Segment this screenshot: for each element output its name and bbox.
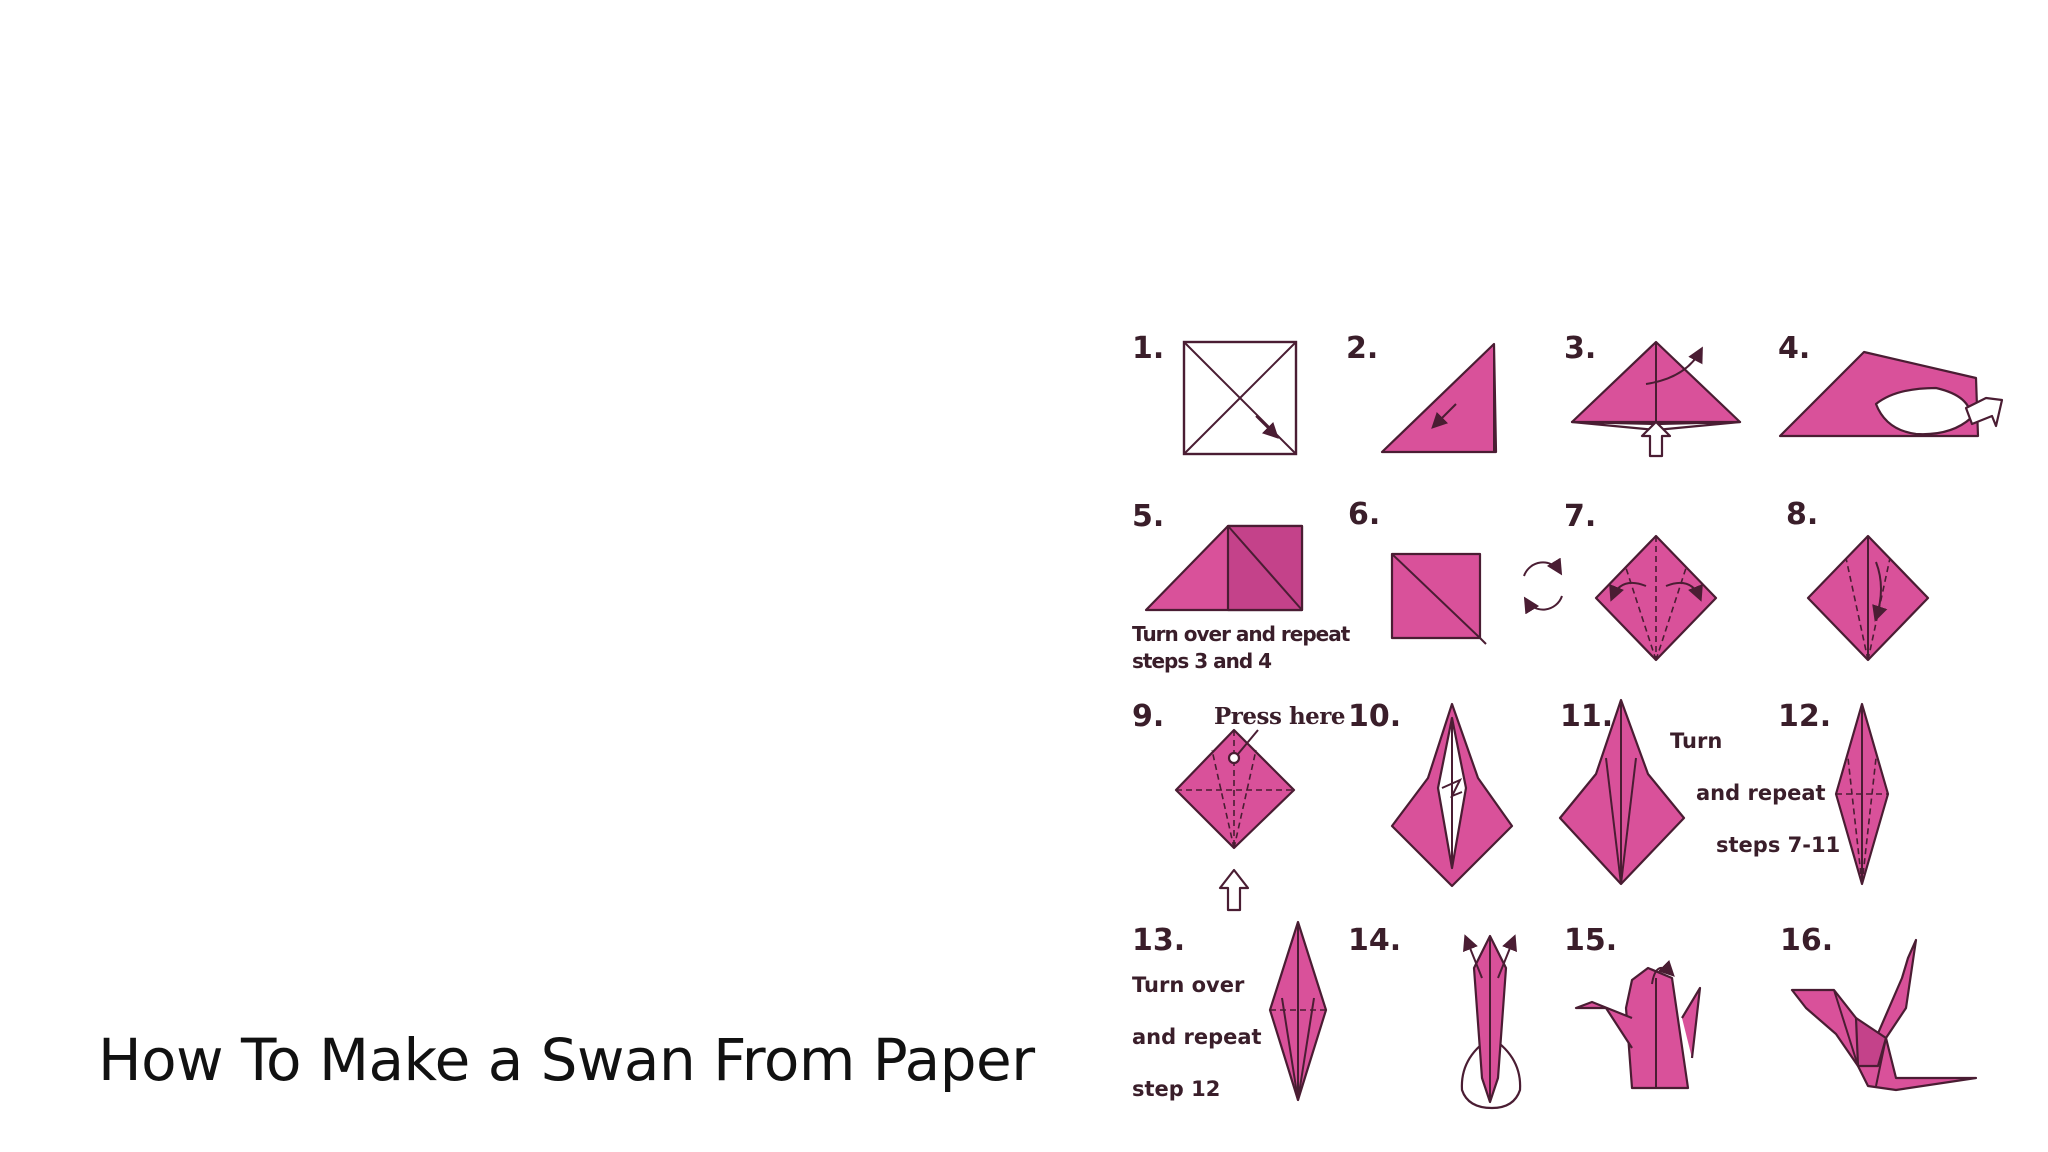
step-12: 12.: [1778, 699, 1890, 886]
step-number: 16.: [1780, 923, 1833, 958]
step-16: 16.: [1780, 923, 1978, 1092]
step-number: 2.: [1346, 331, 1378, 366]
step-number: 8.: [1786, 497, 1818, 532]
step-number: 3.: [1564, 331, 1596, 366]
step-2: 2.: [1346, 331, 1498, 454]
fold-arrow: [1255, 415, 1279, 439]
step-number: 5.: [1132, 499, 1164, 534]
step-14: 14.: [1348, 923, 1522, 1110]
step-15: 15.: [1564, 923, 1702, 1090]
diamond-base: [1174, 728, 1296, 850]
push-arrow-icon: [1964, 396, 2004, 428]
slide-title: How To Make a Swan From Paper: [98, 1026, 1035, 1094]
fold-arrow: [1431, 403, 1457, 429]
triangle-fold: [1380, 342, 1498, 454]
step-note: steps 3 and 4: [1132, 649, 1271, 673]
step-note: step 12: [1132, 1077, 1220, 1101]
step-4: 4.: [1778, 331, 2004, 438]
step-10: 10.: [1348, 699, 1514, 888]
step-number: 15.: [1564, 923, 1617, 958]
step-note: Turn: [1670, 729, 1722, 753]
step-number: 11.: [1560, 699, 1613, 734]
step-number: 9.: [1132, 699, 1164, 734]
press-here-label: Press here: [1214, 703, 1345, 730]
step-1: 1.: [1132, 331, 1298, 456]
step-6: 6.: [1348, 497, 1563, 645]
origami-instruction-diagram: 1. 2. 3. 4. 5. Turn over and repeat step…: [1116, 318, 2048, 1152]
step-number: 7.: [1564, 499, 1596, 534]
step-number: 13.: [1132, 923, 1185, 958]
step-11: 11. Turn and repeat steps 7-11: [1558, 698, 1840, 886]
step-number: 14.: [1348, 923, 1401, 958]
turn-over-icon: [1523, 557, 1563, 615]
step-number: 12.: [1778, 699, 1831, 734]
step-7: 7.: [1564, 499, 1718, 662]
step-3: 3.: [1564, 331, 1742, 458]
step-note: Turn over and repeat: [1132, 622, 1351, 646]
step-note: steps 7-11: [1716, 833, 1840, 857]
step-number: 6.: [1348, 497, 1380, 532]
step-13: 13. Turn over and repeat step 12: [1132, 920, 1328, 1102]
step-number: 10.: [1348, 699, 1401, 734]
step-number: 4.: [1778, 331, 1810, 366]
step-note: and repeat: [1132, 1025, 1262, 1049]
finished-swan: [1790, 938, 1978, 1092]
step-5: 5. Turn over and repeat steps 3 and 4: [1132, 499, 1352, 673]
press-arrow-icon: [1218, 868, 1250, 912]
step-number: 1.: [1132, 331, 1164, 366]
press-arrow-icon: [1640, 420, 1672, 458]
step-9: 9. Press here: [1132, 699, 1346, 912]
step-8: 8.: [1786, 497, 1930, 662]
step-note: and repeat: [1696, 781, 1826, 805]
step-note: Turn over: [1132, 973, 1245, 997]
